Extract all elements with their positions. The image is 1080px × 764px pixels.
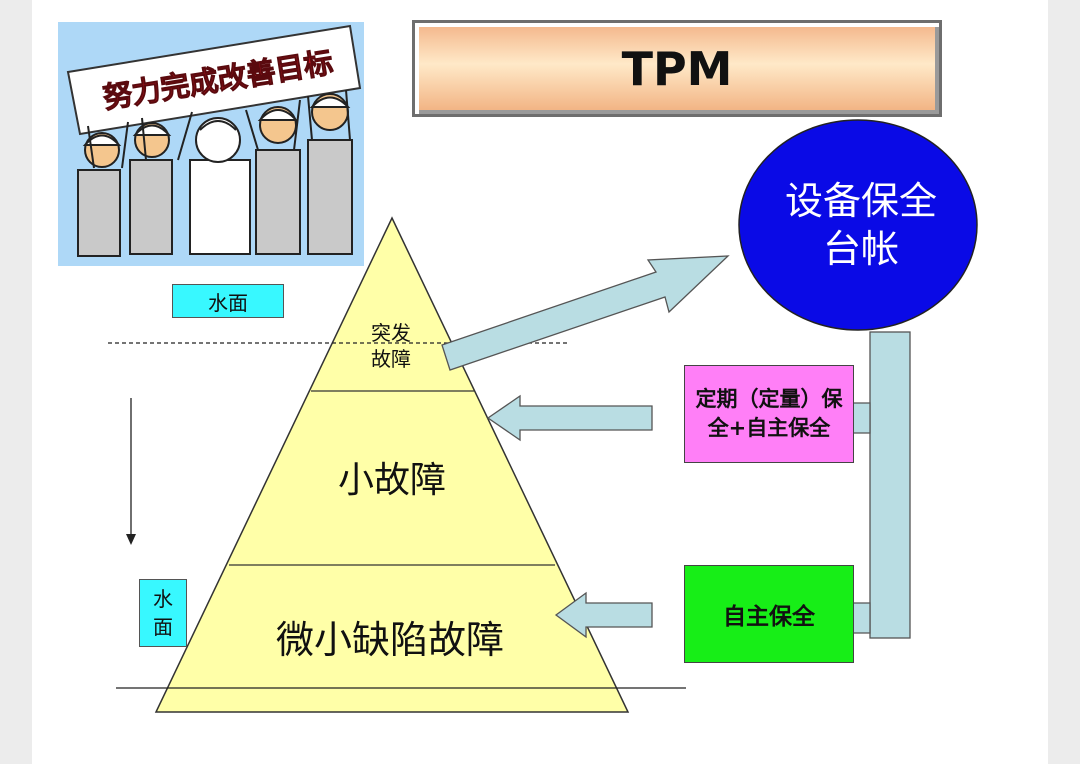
feedback-bar (869, 331, 911, 639)
water-surface-text-top: 水面 (208, 290, 248, 315)
autonomous-maintenance-box: 自主保全 (684, 565, 854, 663)
periodic-maintenance-box: 定期（定量）保全+自主保全 (684, 365, 854, 463)
equipment-ledger-circle (738, 119, 978, 331)
arrow-periodic-to-small-faults (486, 394, 653, 442)
worker-figures (77, 89, 353, 257)
slide: 努力完成改善目标 (32, 0, 1048, 764)
pyramid-middle-label: 小故障 (338, 460, 446, 501)
water-surface-label-bottom: 水面 (139, 579, 187, 647)
down-arrow (126, 398, 136, 545)
water-surface-label-top: 水面 (172, 284, 284, 318)
pyramid-shape (154, 216, 630, 713)
equipment-ledger-text: 设备保全台帐 (784, 179, 937, 271)
workers-illustration: 努力完成改善目标 (58, 22, 364, 266)
water-surface-text-bottom: 水面 (153, 587, 173, 639)
arrow-autonomous-to-minor-defects (554, 591, 653, 639)
diagram-canvas: 努力完成改善目标 (58, 22, 978, 713)
equipment-ledger-label: 设备保全台帐 (740, 118, 982, 332)
title-box: TPM (412, 20, 942, 117)
ledger-arrow (441, 255, 730, 371)
pyramid-top-label: 突发故障 (371, 321, 411, 371)
pyramid (154, 216, 630, 713)
periodic-maintenance-text: 定期（定量）保全+自主保全 (695, 387, 843, 440)
pyramid-bottom-label: 微小缺陷故障 (276, 618, 504, 662)
autonomous-maintenance-text: 自主保全 (723, 604, 815, 630)
